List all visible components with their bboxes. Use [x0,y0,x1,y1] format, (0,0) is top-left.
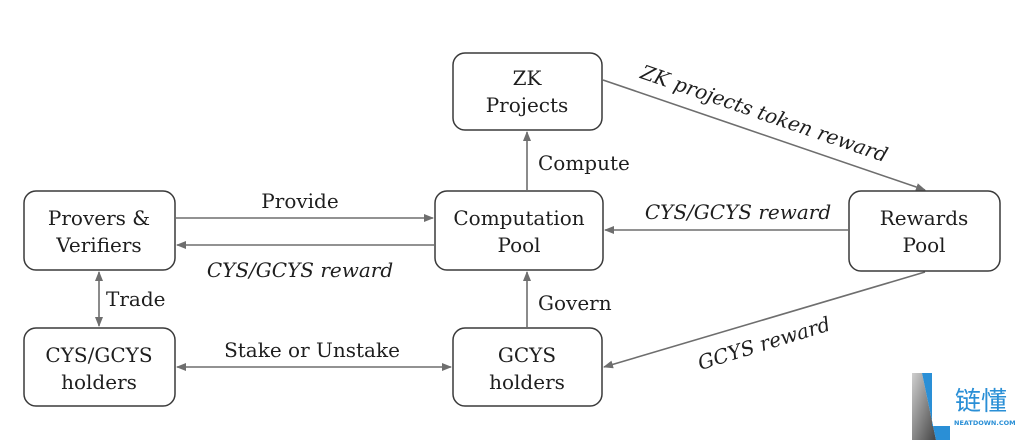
edge-label-trade: Trade [106,287,165,311]
node-label: Pool [497,233,540,257]
node-zk-projects: ZK Projects [452,52,603,131]
node-label: GCYS [498,343,556,367]
edge-label-rewards-to-pool: CYS/GCYS reward [645,200,831,224]
node-label: holders [61,370,137,394]
node-label: holders [489,370,565,394]
edge-stake: Stake or Unstake [176,338,452,371]
node-label: ZK [513,66,543,90]
edge-label-gcys-reward: GCYS reward [695,312,833,375]
edge-label-reward-provers: CYS/GCYS reward [207,258,393,282]
edge-label-zk-token-reward: ZK projects token reward [637,59,891,167]
node-label: Verifiers [55,233,141,257]
node-label: CYS/GCYS [45,343,152,367]
node-gcys-holders: GCYS holders [452,327,603,407]
edge-label-provide: Provide [261,189,338,213]
edge-provide: Provide [176,189,434,222]
watermark-chars: 链懂 [955,387,1007,417]
edge-govern: Govern [523,271,612,327]
edge-label-compute: Compute [538,151,630,175]
neatdown-watermark-logo: 链懂 NEATDOWN.COM [912,373,1016,440]
node-label: Provers & [48,206,150,230]
node-label: Projects [486,93,569,117]
edge-rewards-to-pool: CYS/GCYS reward [604,200,848,234]
edge-trade: Trade [95,271,165,327]
node-label: Pool [902,233,945,257]
node-rewards-pool: Rewards Pool [848,190,1001,272]
node-computation-pool: Computation Pool [434,190,604,271]
edge-pool-to-provers: CYS/GCYS reward [176,241,434,282]
node-cys-gcys-holders: CYS/GCYS holders [23,327,176,407]
edge-gcys-reward: GCYS reward [603,271,926,375]
edge-compute: Compute [523,131,630,190]
edge-label-stake: Stake or Unstake [224,338,400,362]
node-label: Computation [453,206,584,230]
node-provers-verifiers: Provers & Verifiers [23,190,176,271]
watermark-site: NEATDOWN.COM [954,419,1016,427]
edge-label-govern: Govern [538,291,612,315]
edge-zk-token-reward: ZK projects token reward [602,59,926,191]
node-label: Rewards [880,206,969,230]
